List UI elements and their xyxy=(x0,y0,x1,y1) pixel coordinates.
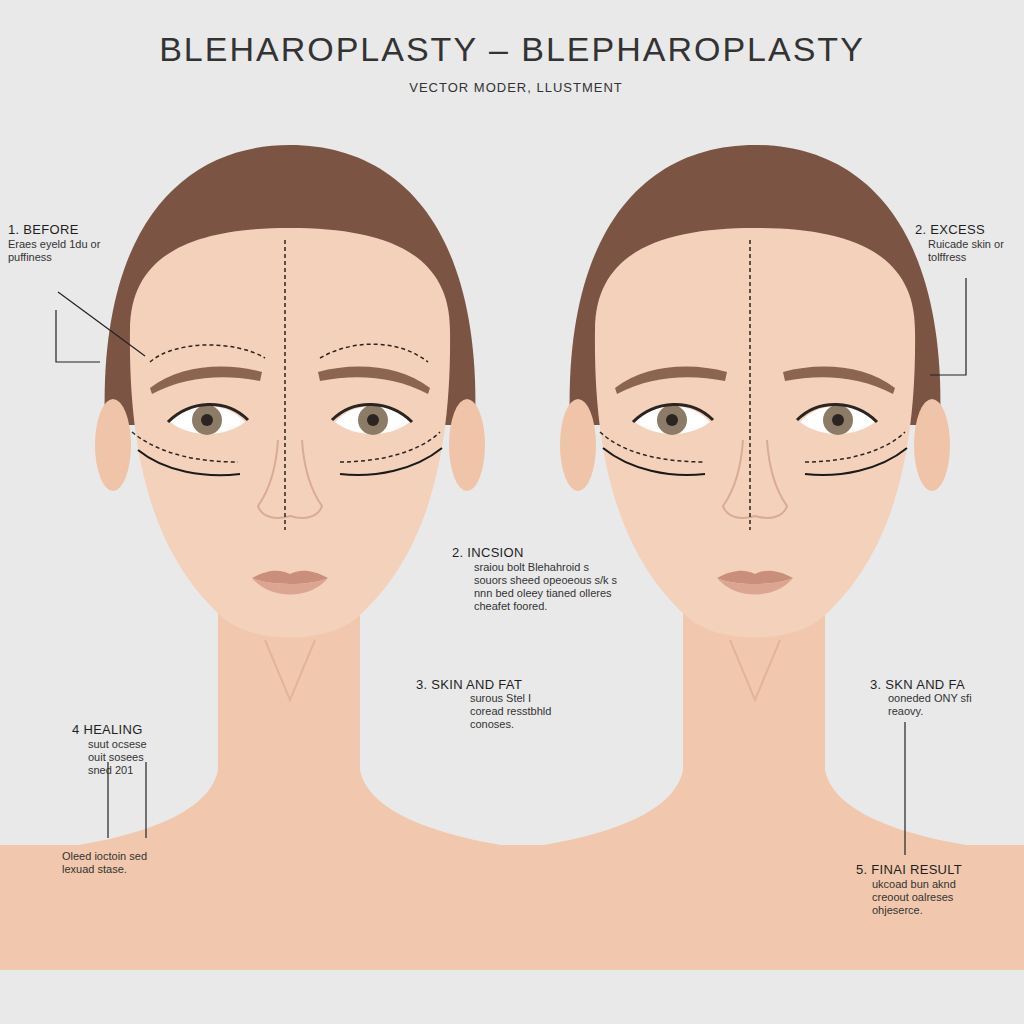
step-note: suut ocsese ouit sosees sned 201 xyxy=(88,738,158,777)
step-heading: 1. BEFORE xyxy=(8,222,79,237)
step-note: Ruicade skin or tolffress xyxy=(928,238,1018,264)
step-note: Oleed ioctoin sed lexuad stase. xyxy=(62,850,152,876)
step-heading: 3. SKIN AND FAT xyxy=(416,677,522,692)
step-heading: 3. SKN AND FA xyxy=(870,677,965,692)
step-note: sraiou bolt Blehahroid s souors sheed op… xyxy=(474,561,622,613)
step-heading: 2. INCSION xyxy=(452,545,524,560)
step-note: ukcoad bun aknd creoout oalreses ohjeser… xyxy=(872,878,982,917)
step-heading: 5. FINAI RESULT xyxy=(856,862,962,877)
subtitle: VECTOR MODER, LLUSTMENT xyxy=(4,80,1024,95)
title: BLEHAROPLASTY – BLEPHAROPLASTY xyxy=(0,30,1024,69)
step-note: ooneded ONY sfi reaovy. xyxy=(888,692,988,718)
step-note: Eraes eyeld 1du or puffiness xyxy=(8,238,108,264)
step-heading: 4 HEALING xyxy=(72,722,143,737)
step-note: surous Stel I coread resstbhld conoses. xyxy=(470,692,560,731)
step-heading: 2. EXCESS xyxy=(915,222,985,237)
